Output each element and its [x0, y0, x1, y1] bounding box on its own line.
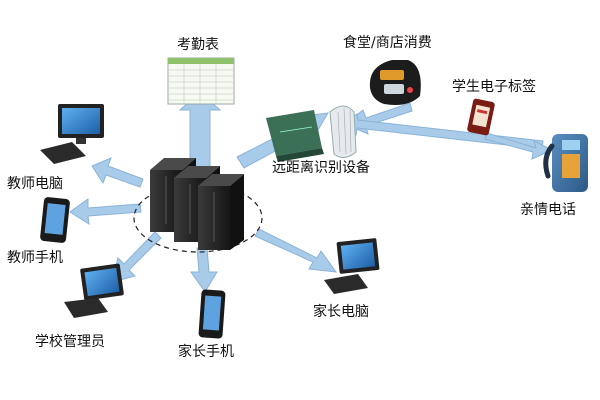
payphone-icon	[543, 134, 588, 192]
school-admin-label: 学校管理员	[35, 334, 105, 350]
server-cluster-icon	[133, 158, 263, 253]
student-tag-label: 学生电子标签	[452, 79, 536, 95]
arrow-to-parent-mobile	[190, 247, 218, 293]
teacher-pc-icon	[40, 104, 104, 164]
rfid-tag-icon	[467, 98, 495, 136]
remote-reader-label: 远距离识别设备	[272, 160, 370, 176]
attendance-sheet-label: 考勤表	[177, 37, 219, 53]
arrow-to-parent-pc	[254, 228, 338, 273]
teacher-mobile-icon	[40, 197, 70, 243]
arrow-to-teacher-mobile	[69, 198, 142, 225]
spreadsheet-icon	[167, 57, 235, 105]
card-reader-icon	[369, 60, 421, 105]
teacher-pc-label: 教师电脑	[7, 176, 63, 192]
parent-mobile-icon	[198, 289, 226, 339]
canteen-store-label: 食堂/商店消费	[343, 35, 432, 51]
rfid-reader-icon	[266, 105, 357, 162]
parent-pc-label: 家长电脑	[313, 304, 369, 320]
arrow-to-school-admin	[111, 231, 162, 283]
arrow-to-teacher-pc	[91, 157, 144, 188]
parent-mobile-label: 家长手机	[178, 344, 234, 360]
parent-pc-icon	[324, 238, 380, 294]
family-phone-label: 亲情电话	[520, 202, 576, 218]
arrow-tag-to-phone	[484, 132, 554, 160]
teacher-mobile-label: 教师手机	[7, 250, 63, 266]
school-admin-pc-icon	[64, 263, 124, 318]
